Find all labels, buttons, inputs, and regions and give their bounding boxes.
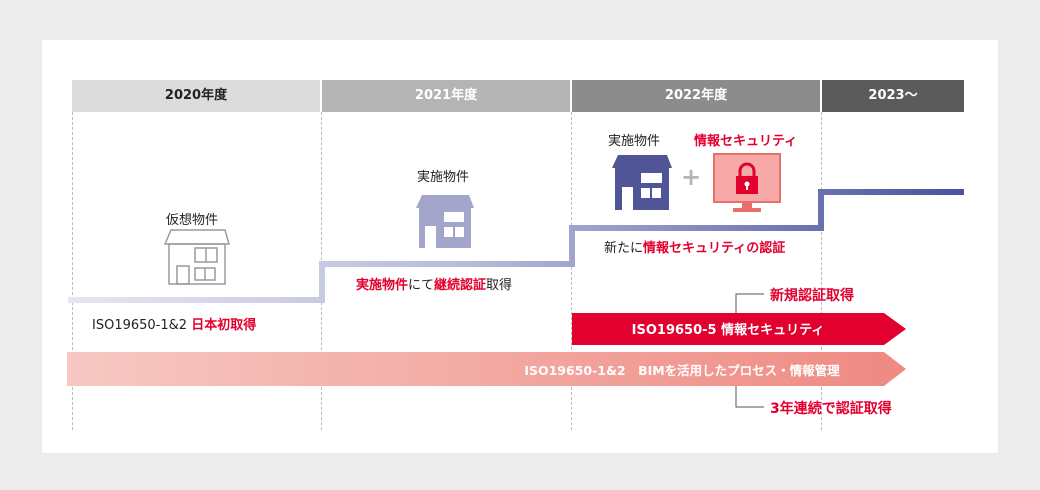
security-arrow-label: ISO19650-5 情報セキュリティ [631,323,825,338]
year-header-2023: 2023〜 [822,80,964,112]
column-divider [571,112,572,430]
note-continued-highlight: 継続認証 [434,278,487,293]
virtual-property-label: 仮想物件 [166,213,219,228]
implemented-property-label: 実施物件 [417,170,470,185]
new-cert-callout: 新規認証取得 [770,288,854,304]
column-divider [72,112,73,430]
house-outline-icon [163,229,230,285]
security-arrow [572,313,906,345]
building-icon [416,195,474,248]
year-header-2022: 2022年度 [572,80,820,112]
note-implemented-highlight: 実施物件 [356,278,409,293]
japan-first-highlight: 日本初取得 [191,318,257,333]
continued-cert-note: 実施物件にて継続認証取得 [356,274,512,293]
note-connector: にて [408,278,435,293]
column-divider [821,112,822,430]
year-header-2020: 2020年度 [72,80,320,112]
iso-cert-2020: ISO19650-1&2 日本初取得 [92,314,256,333]
bim-arrow-label: ISO19650-1&2 BIMを活用したプロセス・情報管理 [524,363,840,378]
note-prefix: 新たに [604,241,644,256]
year-header-2021: 2021年度 [322,80,570,112]
iso-cert-prefix: ISO19650-1&2 [92,318,192,333]
note-suffix: 取得 [486,278,513,293]
callout-line-renew [735,386,764,408]
three-year-callout: 3年連続で認証取得 [770,401,892,417]
progress-step-line [68,189,964,303]
callout-line-new [735,293,764,313]
plus-icon: + [681,163,702,191]
building-icon-dark [612,155,672,210]
implemented-property-label-2022: 実施物件 [608,134,661,149]
lock-monitor-icon [713,153,781,212]
info-security-label: 情報セキュリティ [694,134,798,149]
bim-arrow [67,352,906,386]
note-security-highlight: 情報セキュリティの認証 [643,241,786,256]
new-security-note: 新たに情報セキュリティの認証 [604,237,785,256]
